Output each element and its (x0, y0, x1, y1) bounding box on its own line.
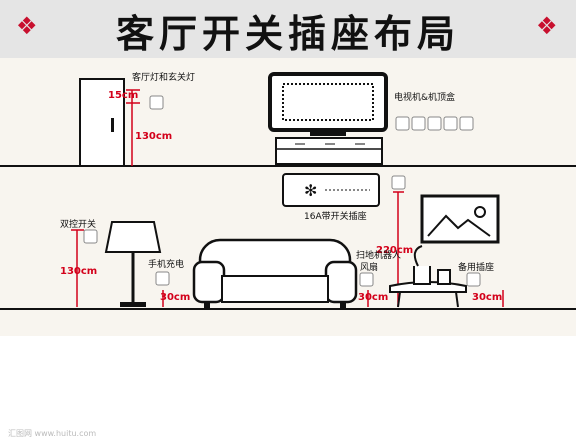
dual-switch-icon (83, 229, 98, 244)
label-living-light: 客厅灯和玄关灯 (132, 73, 196, 83)
chinese-knot-icon-right: ❖ (536, 12, 558, 40)
door-icon (79, 78, 125, 167)
label-dual-switch: 双控开关 (60, 220, 97, 230)
picture-frame-icon (420, 194, 500, 244)
label-30cm-phone: 30cm (160, 292, 191, 303)
label-ac-socket: 16A带开关插座 (304, 212, 367, 222)
page-title: 客厅开关插座布局 (115, 12, 460, 56)
chinese-knot-icon-left: ❖ (16, 12, 38, 40)
header-banner: ❖ 客厅开关插座布局 ❖ (0, 0, 576, 58)
label-30cm-robot: 30cm (358, 292, 389, 303)
air-conditioner-icon: ✻ (282, 173, 380, 207)
light-switch-icon (149, 95, 164, 110)
coffee-table-icon (389, 245, 467, 308)
label-130cm-lower: 130cm (60, 266, 98, 277)
label-robot: 扫地机器人 (356, 251, 402, 261)
phone-charger-socket-icon (155, 271, 170, 286)
label-30cm-spare: 30cm (472, 292, 503, 303)
label-fan: 风扇 (360, 263, 379, 273)
floor-lamp-icon (104, 221, 162, 307)
ac-socket-icon (391, 175, 406, 190)
label-tv-box: 电视机&机顶盒 (394, 93, 456, 103)
robot-fan-socket-icon (359, 272, 374, 287)
tv-cabinet-icon (275, 137, 383, 165)
label-220cm: 220cm (376, 245, 414, 256)
spare-socket-icon (466, 272, 481, 287)
label-15cm: 15cm (108, 90, 139, 101)
label-spare-socket: 备用插座 (458, 263, 495, 273)
watermark: 汇图网 www.huitu.com (8, 429, 97, 438)
tv-socket-row (395, 116, 474, 131)
label-130cm-upper: 130cm (135, 131, 173, 142)
svg-text:✻: ✻ (304, 181, 317, 200)
tv-icon (268, 72, 388, 136)
label-phone-charger: 手机充电 (148, 260, 185, 270)
sofa-icon (192, 238, 358, 308)
